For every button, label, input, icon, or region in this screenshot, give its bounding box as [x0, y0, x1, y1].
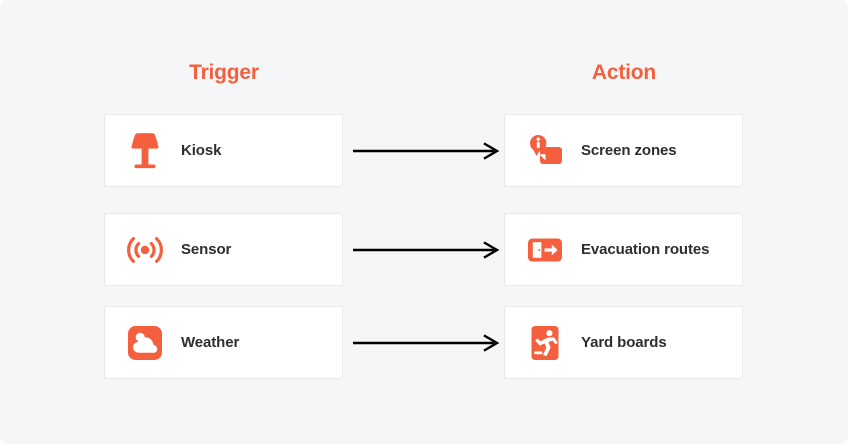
weather-sun-cloud-icon	[128, 325, 162, 360]
running-person-icon	[531, 325, 559, 360]
trigger-card-label: Kiosk	[181, 142, 222, 159]
action-card-evacuation-routes[interactable]: Evacuation routes	[504, 213, 743, 286]
exit-door-arrow-icon	[528, 238, 562, 261]
trigger-card-sensor[interactable]: Sensor	[104, 213, 343, 286]
trigger-card-weather[interactable]: Weather	[104, 306, 343, 379]
connector-arrow-row-1	[353, 142, 500, 160]
action-card-yard-boards[interactable]: Yard boards	[504, 306, 743, 379]
screen-info-bubble-icon	[530, 134, 562, 164]
trigger-card-label: Sensor	[181, 241, 232, 258]
sensor-signal-icon	[127, 236, 163, 263]
kiosk-lectern-icon	[131, 132, 159, 168]
action-column-header: Action	[591, 61, 657, 84]
trigger-column-header: Trigger	[189, 61, 259, 84]
action-card-label: Screen zones	[581, 142, 677, 159]
connector-arrow-row-2	[353, 241, 500, 259]
trigger-card-kiosk[interactable]: Kiosk	[104, 114, 343, 187]
action-card-screen-zones[interactable]: Screen zones	[504, 114, 743, 187]
action-card-label: Yard boards	[581, 334, 667, 351]
trigger-card-label: Weather	[181, 334, 240, 351]
connector-arrow-row-3	[353, 334, 500, 352]
action-card-label: Evacuation routes	[581, 241, 710, 258]
